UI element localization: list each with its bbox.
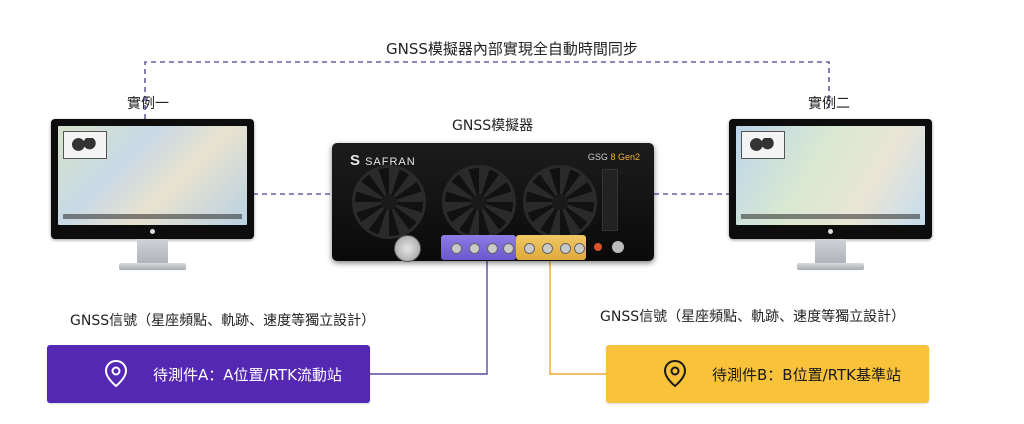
model-number: 8 [610, 152, 616, 162]
world-minimap [63, 131, 107, 159]
map-screen [736, 126, 925, 225]
brand-name: SAFRAN [365, 156, 416, 168]
map-screen [58, 126, 247, 225]
world-minimap [741, 131, 785, 159]
map-statusbar [63, 214, 242, 219]
power-button-icon [612, 241, 624, 253]
monitor-bezel [51, 119, 254, 239]
task-a-text: 待測件A：A位置/RTK流動站 [153, 365, 342, 384]
rf-port-icon [524, 243, 535, 254]
time-sync-line [144, 61, 830, 128]
monitor-stand [815, 239, 846, 265]
rf-line-b [549, 259, 606, 375]
monitor-base [797, 263, 864, 270]
rf-port-strip-a [441, 235, 516, 260]
sync-title: GNSS模擬器內部實現全自動時間同步 [386, 40, 638, 58]
fan-icon [442, 165, 516, 239]
fan-icon [352, 165, 426, 239]
rf-line-a [370, 259, 488, 375]
rf-port-icon [574, 243, 585, 254]
led-icon [594, 243, 602, 251]
map-pin-icon [663, 359, 687, 388]
rf-port-icon [503, 243, 514, 254]
knob-icon [394, 235, 421, 262]
model-name: GSG [587, 152, 608, 162]
apple-logo-icon [828, 229, 833, 234]
fan-icon [523, 165, 597, 239]
task-b-box: 待測件B：B位置/RTK基準站 [606, 345, 929, 403]
monitor-stand [137, 239, 168, 265]
model-gen: Gen2 [617, 152, 640, 162]
instance-left-label: 實例一 [127, 96, 169, 112]
map-statusbar [741, 214, 920, 219]
rf-port-icon [451, 243, 462, 254]
monitor-base [119, 263, 186, 270]
signal-left-label: GNSS信號（星座頻點、軌跡、速度等獨立設計） [70, 313, 376, 329]
rf-port-icon [542, 243, 553, 254]
signal-right-label: GNSS信號（星座頻點、軌跡、速度等獨立設計） [600, 309, 906, 325]
apple-logo-icon [150, 229, 155, 234]
rf-port-icon [560, 243, 571, 254]
model-label: GSG 8 Gen2 [588, 152, 640, 162]
brand-logo: S SAFRAN [350, 152, 416, 169]
rf-port-icon [487, 243, 498, 254]
instance-right-label: 實例二 [808, 96, 850, 112]
monitor-left [51, 119, 254, 279]
task-a-box: 待測件A：A位置/RTK流動站 [47, 345, 370, 403]
rf-port-strip-b [516, 235, 586, 260]
task-b-text: 待測件B：B位置/RTK基準站 [712, 365, 901, 384]
map-pin-icon [104, 359, 128, 388]
drive-bay [602, 169, 618, 231]
monitor-right [729, 119, 932, 279]
rf-port-icon [469, 243, 480, 254]
gnss-simulator-device: S SAFRAN GSG 8 Gen2 [332, 143, 654, 262]
monitor-bezel [729, 119, 932, 239]
simulator-label: GNSS模擬器 [452, 118, 534, 134]
